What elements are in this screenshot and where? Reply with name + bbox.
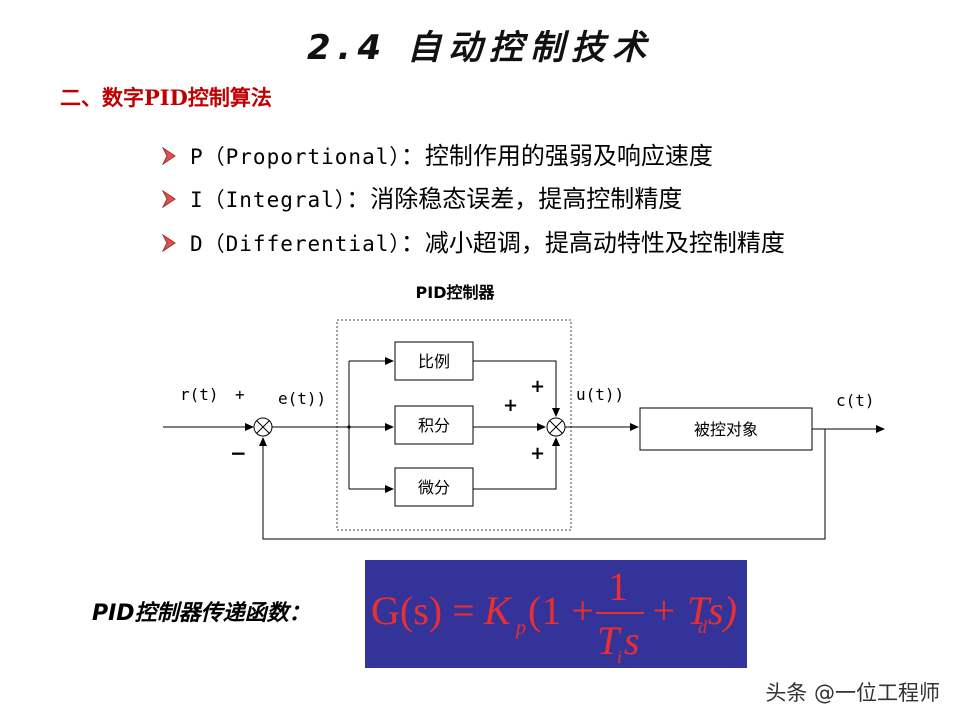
bullet-desc: ：减小超调，提高动特性及控制精度 [400, 229, 785, 257]
formula-numerator: 1 [608, 564, 628, 609]
reference-plus-sign: + [235, 385, 245, 404]
formula-kp-sub: p [514, 617, 526, 639]
formula-kp: K [483, 588, 513, 633]
bullet-differential: D（Differential）：减小超调，提高动特性及控制精度 [162, 223, 785, 258]
bullet-code: D（Differential） [190, 232, 401, 256]
error-summing-junction [253, 417, 273, 437]
proportional-block [394, 341, 474, 381]
sum-sign-bottom: + [530, 443, 545, 464]
derivative-block-label: 微分 [418, 478, 450, 497]
formula-den-sub: i [617, 647, 622, 667]
reference-signal-label: r(t) [180, 385, 219, 404]
error-signal-label: e(t)) [278, 389, 326, 408]
bullet-code: P（Proportional） [190, 145, 401, 169]
bullet-integral: I（Integral）：消除稳态误差，提高控制精度 [162, 179, 682, 214]
arrow-bullet-icon [162, 234, 176, 252]
control-signal-label: u(t)) [576, 385, 624, 404]
controller-dashed-boundary [336, 319, 572, 531]
arrow-bullet-icon [162, 190, 176, 208]
formula-label: PID控制器传递函数： [92, 601, 311, 626]
bullet-code: I（Integral） [190, 188, 347, 212]
page-title: 2.4 自动控制技术 [306, 28, 654, 68]
plant-block [639, 407, 813, 451]
signal-lines [163, 357, 885, 540]
formula-den-t: T [597, 618, 622, 663]
formula-lhs: G(s) = [371, 588, 475, 633]
controller-label: PID控制器 [416, 283, 496, 302]
output-summing-junction [546, 417, 566, 437]
sum-sign-middle: + [503, 395, 518, 416]
derivative-block [394, 467, 474, 507]
fraction-bar [596, 612, 644, 614]
output-signal-label: c(t) [836, 391, 875, 410]
bullet-proportional: P（Proportional）：控制作用的强弱及响应速度 [162, 136, 713, 171]
formula-tail: s) [708, 588, 737, 633]
formula-svg: G(s) = K p (1 + 1 T i s + T d s) [371, 564, 737, 667]
formula-den-s: s [624, 618, 640, 663]
watermark: 头条 @一位工程师 [765, 681, 940, 705]
formula-plus-td: + T [650, 588, 712, 633]
formula-open-paren: (1 + [528, 588, 594, 633]
feedback-minus-sign: − [230, 441, 247, 465]
integral-block [394, 405, 474, 445]
sum-sign-top: + [530, 376, 545, 397]
proportional-block-label: 比例 [418, 352, 450, 371]
pid-block-diagram: PID控制器 比例 积分 微分 被控对象 r(t) + − e(t)) u(t)… [163, 283, 885, 540]
branch-node [347, 425, 351, 429]
arrow-bullet-icon [162, 147, 176, 165]
formula-td-sub: d [698, 617, 708, 637]
plant-block-label: 被控对象 [694, 420, 758, 439]
integral-block-label: 积分 [418, 416, 450, 435]
bullet-desc: ：控制作用的强弱及响应速度 [400, 142, 713, 170]
transfer-function-formula: G(s) = K p (1 + 1 T i s + T d s) [365, 560, 747, 668]
bullet-desc: ：消除稳态误差，提高控制精度 [346, 185, 683, 213]
section-subtitle: 二、数字PID控制算法 [60, 85, 272, 110]
